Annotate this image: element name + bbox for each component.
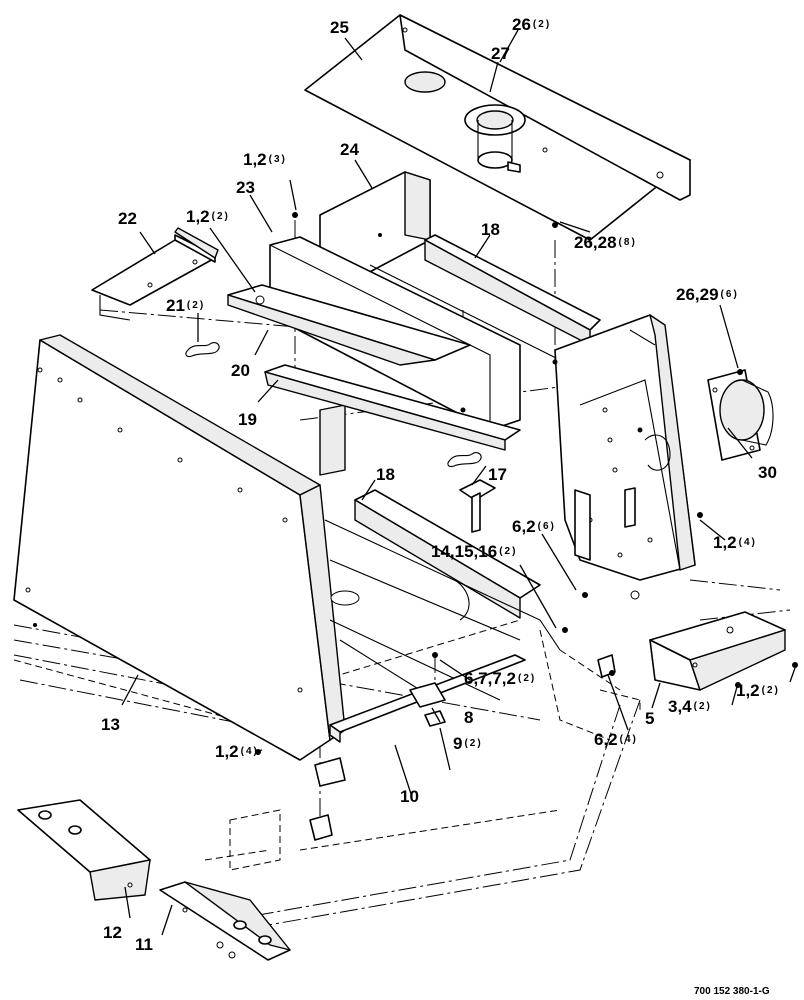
callout-3-4: 3,4(2): [668, 697, 712, 716]
part-12-bracket: [17, 799, 151, 901]
part-11-bracket: [159, 881, 291, 961]
part-8-plate: [409, 682, 446, 708]
callout-8: 8: [464, 708, 473, 727]
leader-lines: [121, 29, 796, 936]
fasteners: [33, 212, 798, 755]
callout-5: 5: [645, 709, 654, 728]
callout-1-2-qty4-right: 1,2(4): [713, 533, 757, 552]
part-18-lower-channel: [354, 489, 541, 619]
part-17-hook: [459, 479, 496, 533]
callout-22: 22: [118, 209, 137, 228]
callout-18-lower: 18: [376, 465, 395, 484]
part-5-lower-bracket: [649, 611, 786, 691]
callout-14-15-16: 14,15,16(2): [431, 542, 517, 561]
callout-17: 17: [488, 465, 507, 484]
callout-21: 21(2): [166, 296, 205, 315]
callout-26: 26(2): [512, 15, 551, 34]
part-13-side-panel: [13, 334, 346, 761]
part-30-duct-adapter: [707, 369, 774, 461]
callout-13: 13: [101, 715, 120, 734]
callout-18-upper: 18: [481, 220, 500, 239]
part-19-angle-bracket: [264, 364, 521, 451]
floor-pan: [324, 519, 561, 701]
callout-6-7-7-2: 6,7,7,2(2): [464, 669, 536, 688]
right-side-housing: [554, 314, 696, 600]
callouts: 25 26(2) 27 24 1,2(3) 23 1,2(2) 22 18 26…: [101, 15, 780, 954]
callout-6-2-qty4: 6,2(4): [594, 730, 638, 749]
callout-27: 27: [491, 44, 510, 63]
callout-26-28: 26,28(8): [574, 233, 637, 252]
callout-30: 30: [758, 463, 777, 482]
drawing-number: 700 152 380-1-G: [694, 986, 770, 997]
callout-1-2-qty3: 1,2(3): [243, 150, 287, 169]
callout-1-2-qty2-upper: 1,2(2): [186, 207, 230, 226]
callout-12: 12: [103, 923, 122, 942]
callout-1-2-qty2-lower: 1,2(2): [736, 681, 780, 700]
callout-6-2-qty6: 6,2(6): [512, 517, 556, 536]
callout-23: 23: [236, 178, 255, 197]
part-20-angle-bracket: [227, 284, 471, 366]
callout-11: 11: [135, 935, 153, 954]
callout-26-29: 26,29(6): [676, 285, 739, 304]
part-27-vent-collar: [464, 104, 526, 173]
callout-20: 20: [231, 361, 250, 380]
callout-19: 19: [238, 410, 257, 429]
part-22-bracket: [91, 227, 219, 321]
callout-1-2-qty4-left: 1,2(4): [215, 742, 259, 761]
callout-9: 9(2): [453, 734, 483, 753]
callout-24: 24: [340, 140, 359, 159]
callout-25: 25: [330, 18, 349, 37]
part-21-chain: [185, 342, 482, 468]
callout-10: 10: [400, 787, 419, 806]
